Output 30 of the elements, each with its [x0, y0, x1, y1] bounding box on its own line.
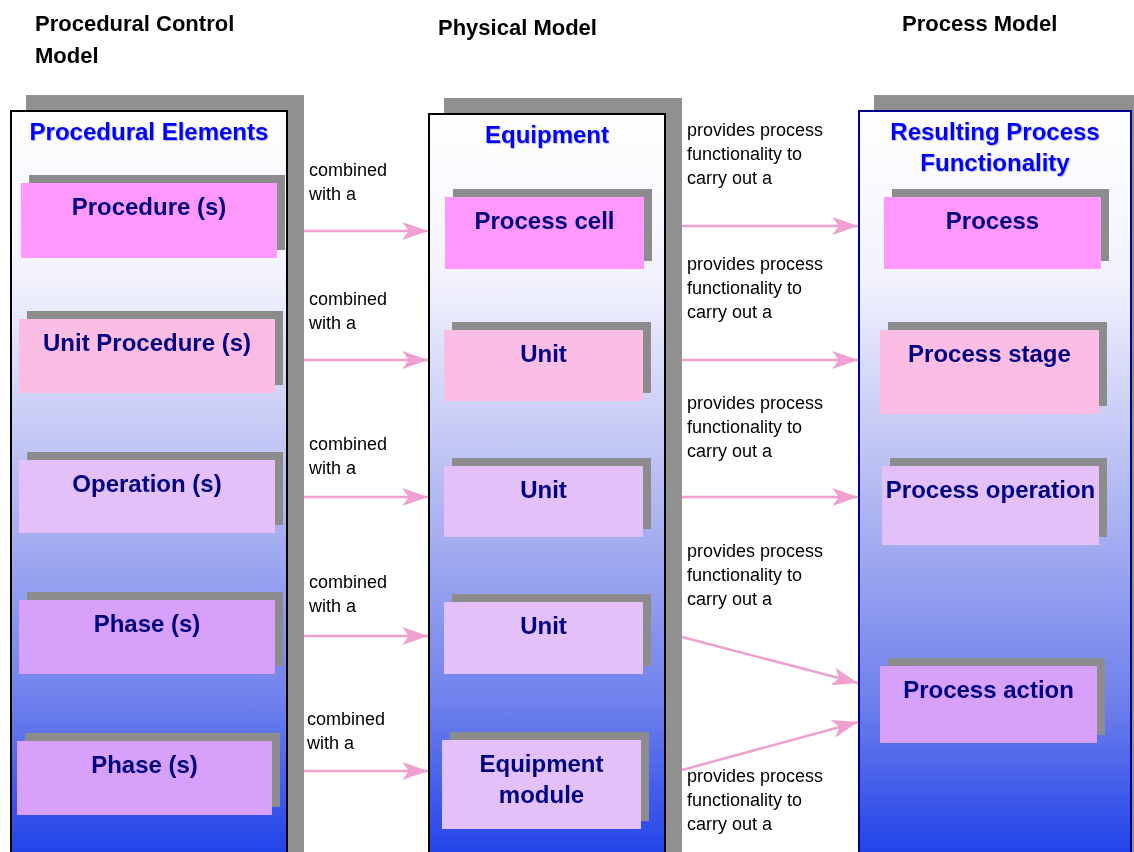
edge-label: combined with a [309, 159, 389, 206]
edge-label: provides process functionality to carry out a [687, 253, 825, 324]
edge-label: provides process functionality to carry out a [687, 540, 825, 611]
element-label: Equipment module [478, 749, 605, 810]
element-label: Unit [519, 339, 568, 369]
element-label: Phase (s) [90, 750, 199, 780]
edge-label: provides process functionality to carry out a [687, 765, 825, 836]
column-title: Physical Model [438, 14, 598, 42]
element-label: Process [944, 206, 1041, 236]
element-label: Process cell [473, 206, 616, 236]
edge-label: combined with a [309, 433, 389, 480]
edge-label: provides process functionality to carry out a [687, 392, 825, 463]
edge-label: combined with a [307, 708, 387, 755]
edge-label: combined with a [309, 571, 389, 618]
element-label: Unit [519, 611, 568, 641]
element-label: Procedure (s) [70, 192, 228, 222]
element-label: Process operation [884, 475, 1097, 505]
element-label: Unit Procedure (s) [42, 328, 252, 358]
edge-label: provides process functionality to carry out a [687, 119, 825, 190]
column-heading: Equipment [484, 120, 610, 150]
column-heading: Resulting Process Functionality [889, 117, 1101, 178]
element-label: Process stage [907, 339, 1072, 369]
column-title: Procedural Control Model [35, 10, 235, 70]
element-label: Process action [902, 675, 1075, 705]
element-label: Operation (s) [71, 469, 223, 499]
column-heading: Procedural Elements [28, 117, 270, 147]
element-label: Unit [519, 475, 568, 505]
element-label: Phase (s) [92, 609, 202, 639]
column-title: Process Model [902, 10, 1059, 38]
edge-label: combined with a [309, 288, 389, 335]
